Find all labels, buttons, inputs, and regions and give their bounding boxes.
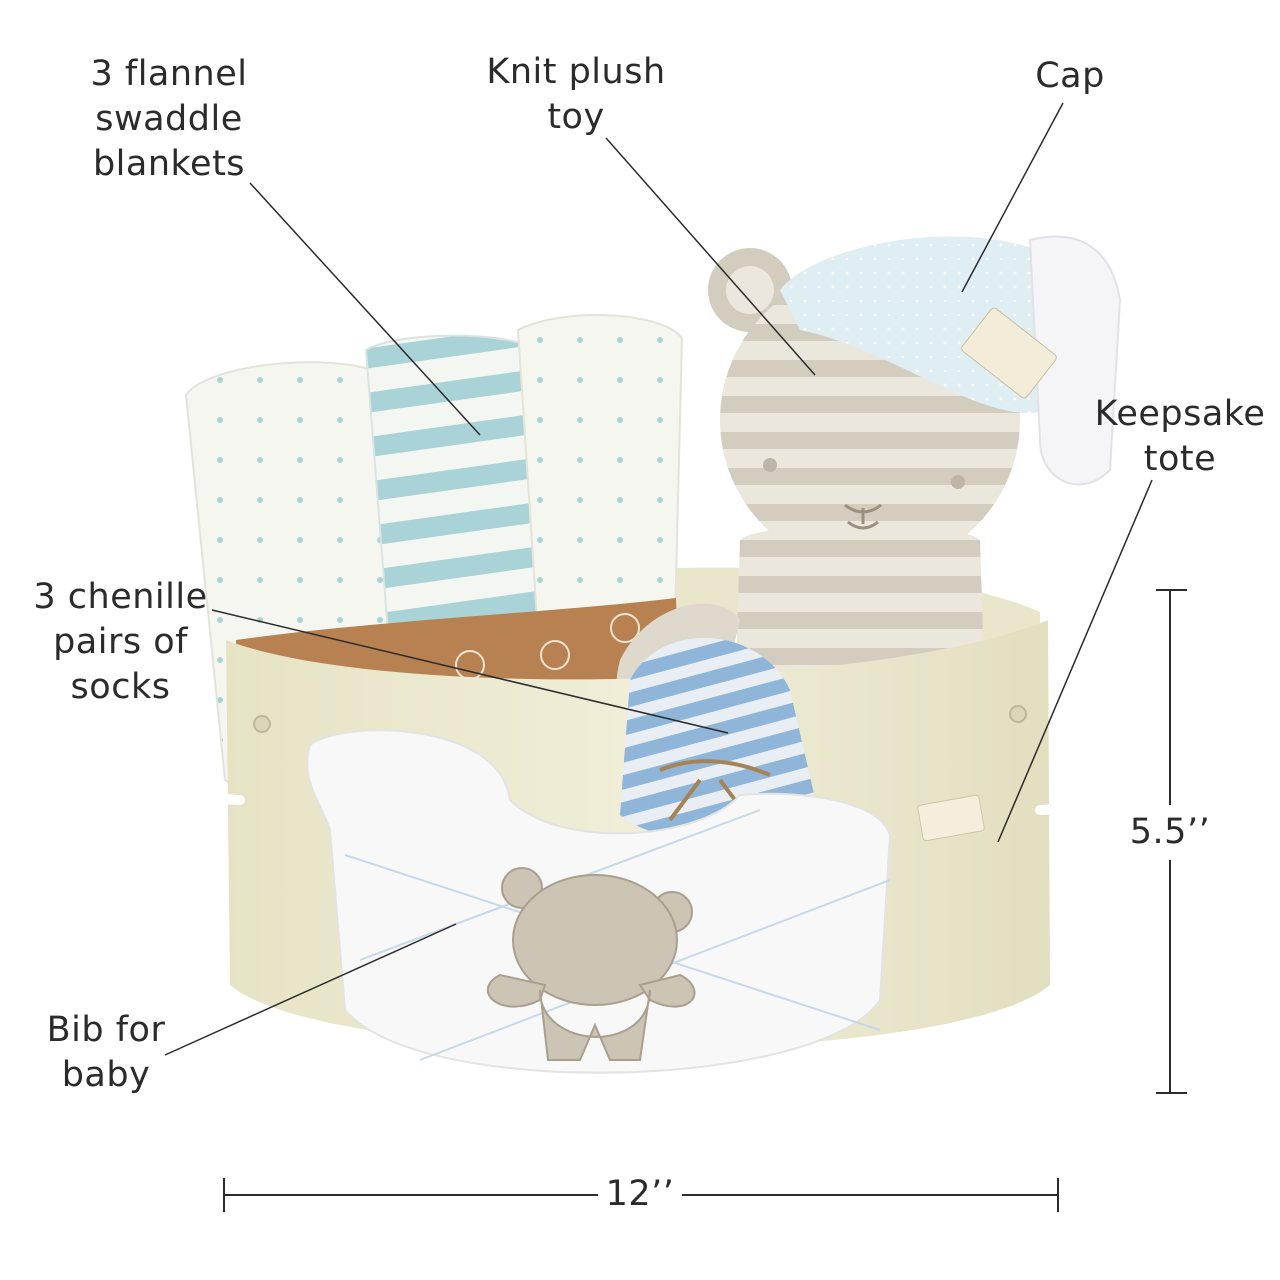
bib	[306, 729, 892, 1074]
leader-tote	[997, 479, 1153, 843]
callout-cap: Cap	[1025, 54, 1115, 99]
callout-line: blankets	[92, 144, 246, 184]
callout-line: Bib for	[46, 1010, 166, 1050]
cap	[780, 235, 1122, 486]
dimension-height-label: 5.5’’	[1129, 812, 1211, 852]
dimension-lines	[223, 589, 1187, 1212]
callout-line: tote	[1143, 439, 1217, 479]
callout-line: Keepsake	[1094, 394, 1266, 434]
callout-line: swaddle	[95, 99, 243, 139]
leader-cap	[961, 102, 1064, 293]
callout-line: 3 chenille	[33, 577, 208, 617]
callout-line: socks	[70, 667, 171, 707]
callout-plush-toy: Knit plush toy	[476, 50, 676, 140]
callout-line: toy	[547, 97, 605, 137]
bib-bear-applique	[486, 867, 696, 1061]
callout-line: baby	[61, 1055, 151, 1095]
leader-swaddle	[249, 182, 481, 436]
callout-keepsake-tote: Keepsake tote	[1085, 392, 1275, 482]
callout-line: Knit plush	[486, 52, 666, 92]
dimension-width-label: 12’’	[605, 1174, 675, 1214]
leader-lines	[164, 102, 1153, 1056]
callout-bib: Bib for baby	[36, 1008, 176, 1098]
callout-line: pairs of	[53, 622, 188, 662]
callout-line: 3 flannel	[90, 54, 248, 94]
callout-line: Cap	[1035, 56, 1105, 96]
callout-socks: 3 chenille pairs of socks	[28, 575, 213, 710]
leader-socks	[211, 609, 729, 734]
leader-plush	[605, 137, 816, 376]
leader-bib	[164, 923, 457, 1056]
callout-swaddle-blankets: 3 flannel swaddle blankets	[84, 52, 254, 187]
